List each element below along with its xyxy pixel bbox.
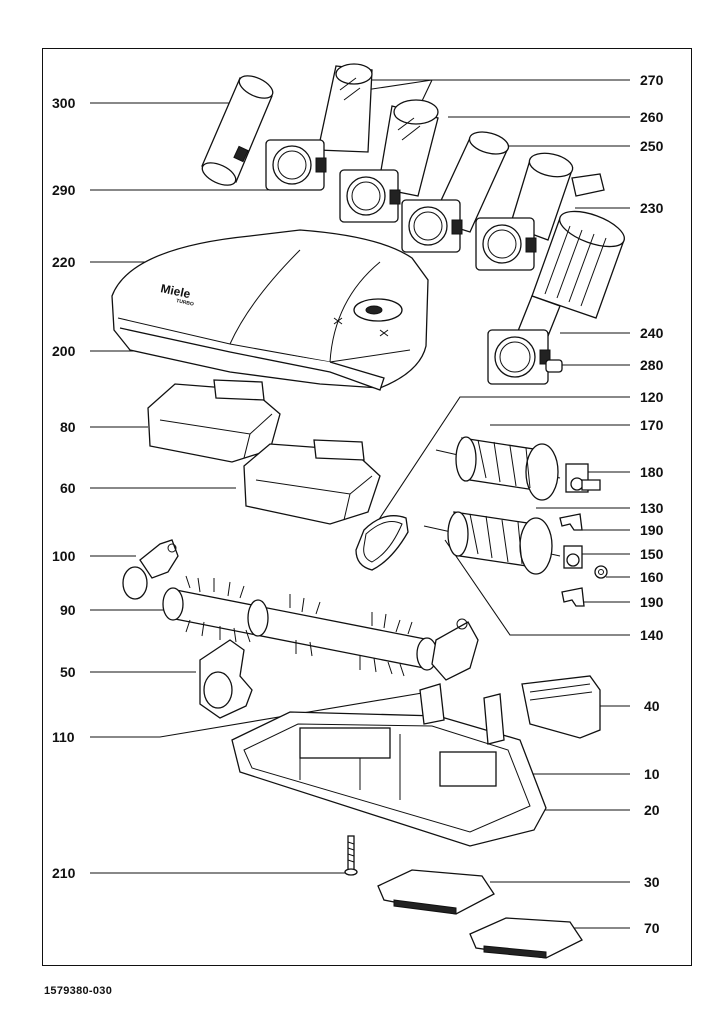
part-300-tube <box>201 75 274 186</box>
label-210: 210 <box>52 865 76 881</box>
callout-labels: 300 270 260 250 290 230 220 240 200 280 … <box>52 72 664 936</box>
part-170-turbine <box>435 436 561 501</box>
label-100: 100 <box>52 548 76 564</box>
part-160-washer <box>594 565 608 579</box>
part-70-foot <box>469 917 583 959</box>
part-120-belt <box>355 515 409 571</box>
label-190-upper: 190 <box>640 522 664 538</box>
label-80: 80 <box>60 419 76 435</box>
label-10: 10 <box>644 766 660 782</box>
part-280-cap <box>545 359 563 373</box>
label-270: 270 <box>640 72 664 88</box>
label-90: 90 <box>60 602 76 618</box>
label-230: 230 <box>640 200 664 216</box>
label-280: 280 <box>640 357 664 373</box>
label-30: 30 <box>644 874 660 890</box>
label-120: 120 <box>640 389 664 405</box>
label-70: 70 <box>644 920 660 936</box>
label-250: 250 <box>640 138 664 154</box>
label-130: 130 <box>640 500 664 516</box>
part-210-screw <box>344 835 358 876</box>
part-290-joint <box>265 63 373 191</box>
svg-text:Miele: Miele <box>159 281 192 301</box>
part-30-foot <box>377 869 495 915</box>
label-290: 290 <box>52 182 76 198</box>
label-110: 110 <box>52 729 75 745</box>
part-260-joint <box>339 99 439 223</box>
part-190-clip-upper <box>559 513 583 531</box>
part-180-bracket <box>565 463 601 493</box>
part-90-brush-roll <box>162 575 438 677</box>
label-60: 60 <box>60 480 76 496</box>
label-150: 150 <box>640 546 664 562</box>
part-10-20-base-plate <box>231 683 547 847</box>
label-40: 40 <box>644 698 660 714</box>
part-190-clip-lower <box>561 587 585 607</box>
label-170: 170 <box>640 417 664 433</box>
part-110-end-cap <box>431 618 479 681</box>
part-100-bracket <box>122 539 179 600</box>
part-60-cover <box>243 439 381 525</box>
label-260: 260 <box>640 109 664 125</box>
part-130-turbine <box>423 511 561 575</box>
label-190-lower: 190 <box>640 594 664 610</box>
part-230-joint <box>475 152 605 271</box>
part-220-200-housing: Miele TURBO <box>111 229 429 391</box>
label-140: 140 <box>640 627 664 643</box>
label-50: 50 <box>60 664 76 680</box>
svg-text:TURBO: TURBO <box>176 298 195 308</box>
part-150-bearing <box>563 545 583 569</box>
label-20: 20 <box>644 802 660 818</box>
part-240-ribbed-tube <box>487 210 625 385</box>
part-40-insert <box>521 675 601 739</box>
drawing-frame <box>42 48 692 966</box>
label-160: 160 <box>640 569 664 585</box>
label-240: 240 <box>640 325 664 341</box>
label-200: 200 <box>52 343 76 359</box>
label-220: 220 <box>52 254 76 270</box>
part-250-tube-joint <box>401 131 510 253</box>
label-300: 300 <box>52 95 76 111</box>
document-number: 1579380-030 <box>44 985 113 997</box>
part-80-cover <box>147 379 281 463</box>
part-50-side-bracket <box>199 639 253 719</box>
label-180: 180 <box>640 464 664 480</box>
